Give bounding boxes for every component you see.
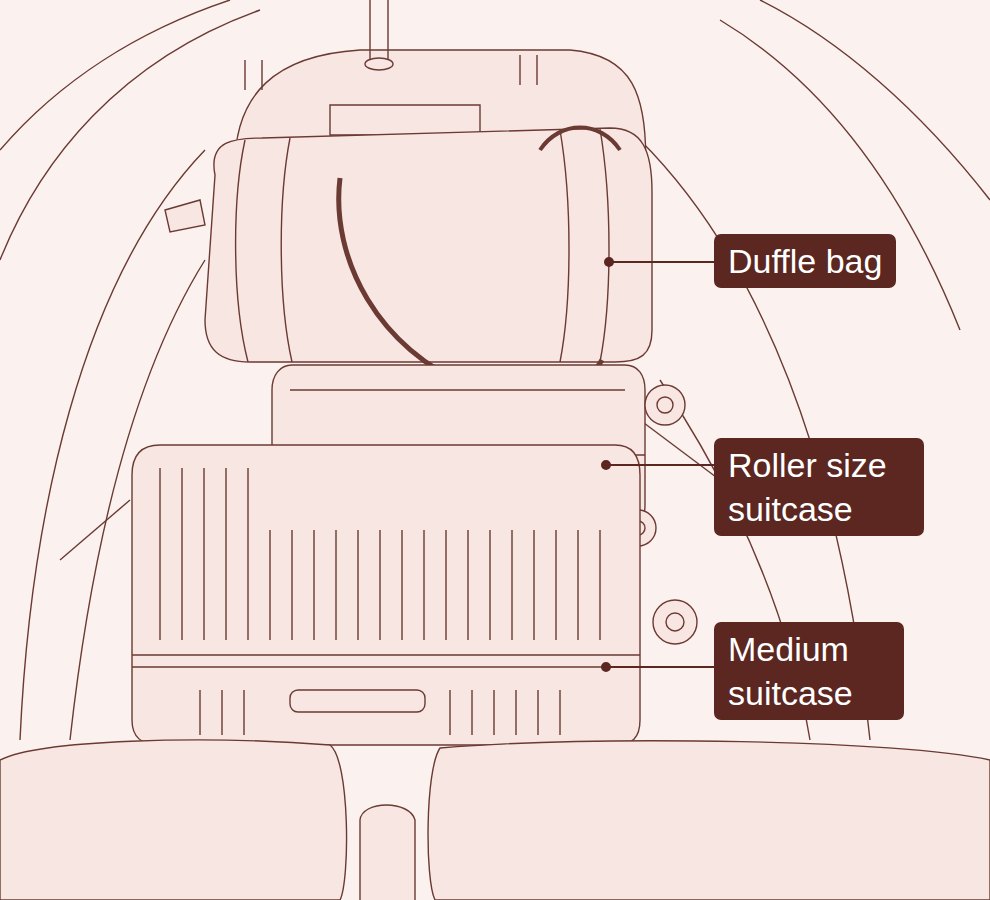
leader-dot — [602, 461, 610, 469]
leader-line — [606, 464, 714, 466]
center-console — [360, 805, 415, 900]
seat-panel — [330, 105, 480, 135]
duffle-body — [205, 128, 652, 362]
wheel — [645, 385, 685, 425]
leader-dot — [602, 663, 610, 671]
medium-body — [132, 445, 640, 745]
label-text: Medium suitcase — [728, 627, 890, 715]
floor-line — [640, 420, 720, 480]
duffle-strap — [339, 178, 602, 392]
headrest-socket — [365, 58, 393, 70]
seat-strap — [245, 55, 537, 90]
wheel-hub — [657, 397, 673, 413]
leader-dot — [605, 258, 613, 266]
callout-label: Medium suitcase — [714, 622, 904, 720]
label-text: Roller size suitcase — [728, 443, 910, 531]
seat-top — [0, 740, 347, 900]
front-seats — [0, 740, 990, 900]
leader-line — [609, 261, 714, 263]
callout-label: Duffle bag — [714, 234, 896, 288]
label-text: Duffle bag — [728, 239, 882, 283]
medium-rib — [200, 690, 560, 735]
roller-seam — [290, 389, 625, 390]
leaders — [602, 258, 714, 671]
seat-strap — [165, 200, 205, 232]
wall-arc — [0, 0, 230, 150]
medium-handle — [290, 690, 425, 712]
duffle-stripe — [236, 129, 609, 362]
headrest-post — [370, 0, 388, 62]
medium-illustration — [132, 445, 697, 745]
duffle-handle — [540, 128, 620, 151]
duffle-illustration — [205, 128, 652, 393]
medium-zipper — [132, 655, 640, 667]
wheel-hub — [666, 613, 684, 631]
seat-top — [428, 741, 990, 900]
leader-line — [606, 666, 714, 668]
medium-rib — [160, 468, 600, 640]
callout-label: Roller size suitcase — [714, 438, 924, 536]
wall-arc — [760, 0, 990, 200]
floor-line — [60, 500, 130, 560]
wheel — [653, 600, 697, 644]
